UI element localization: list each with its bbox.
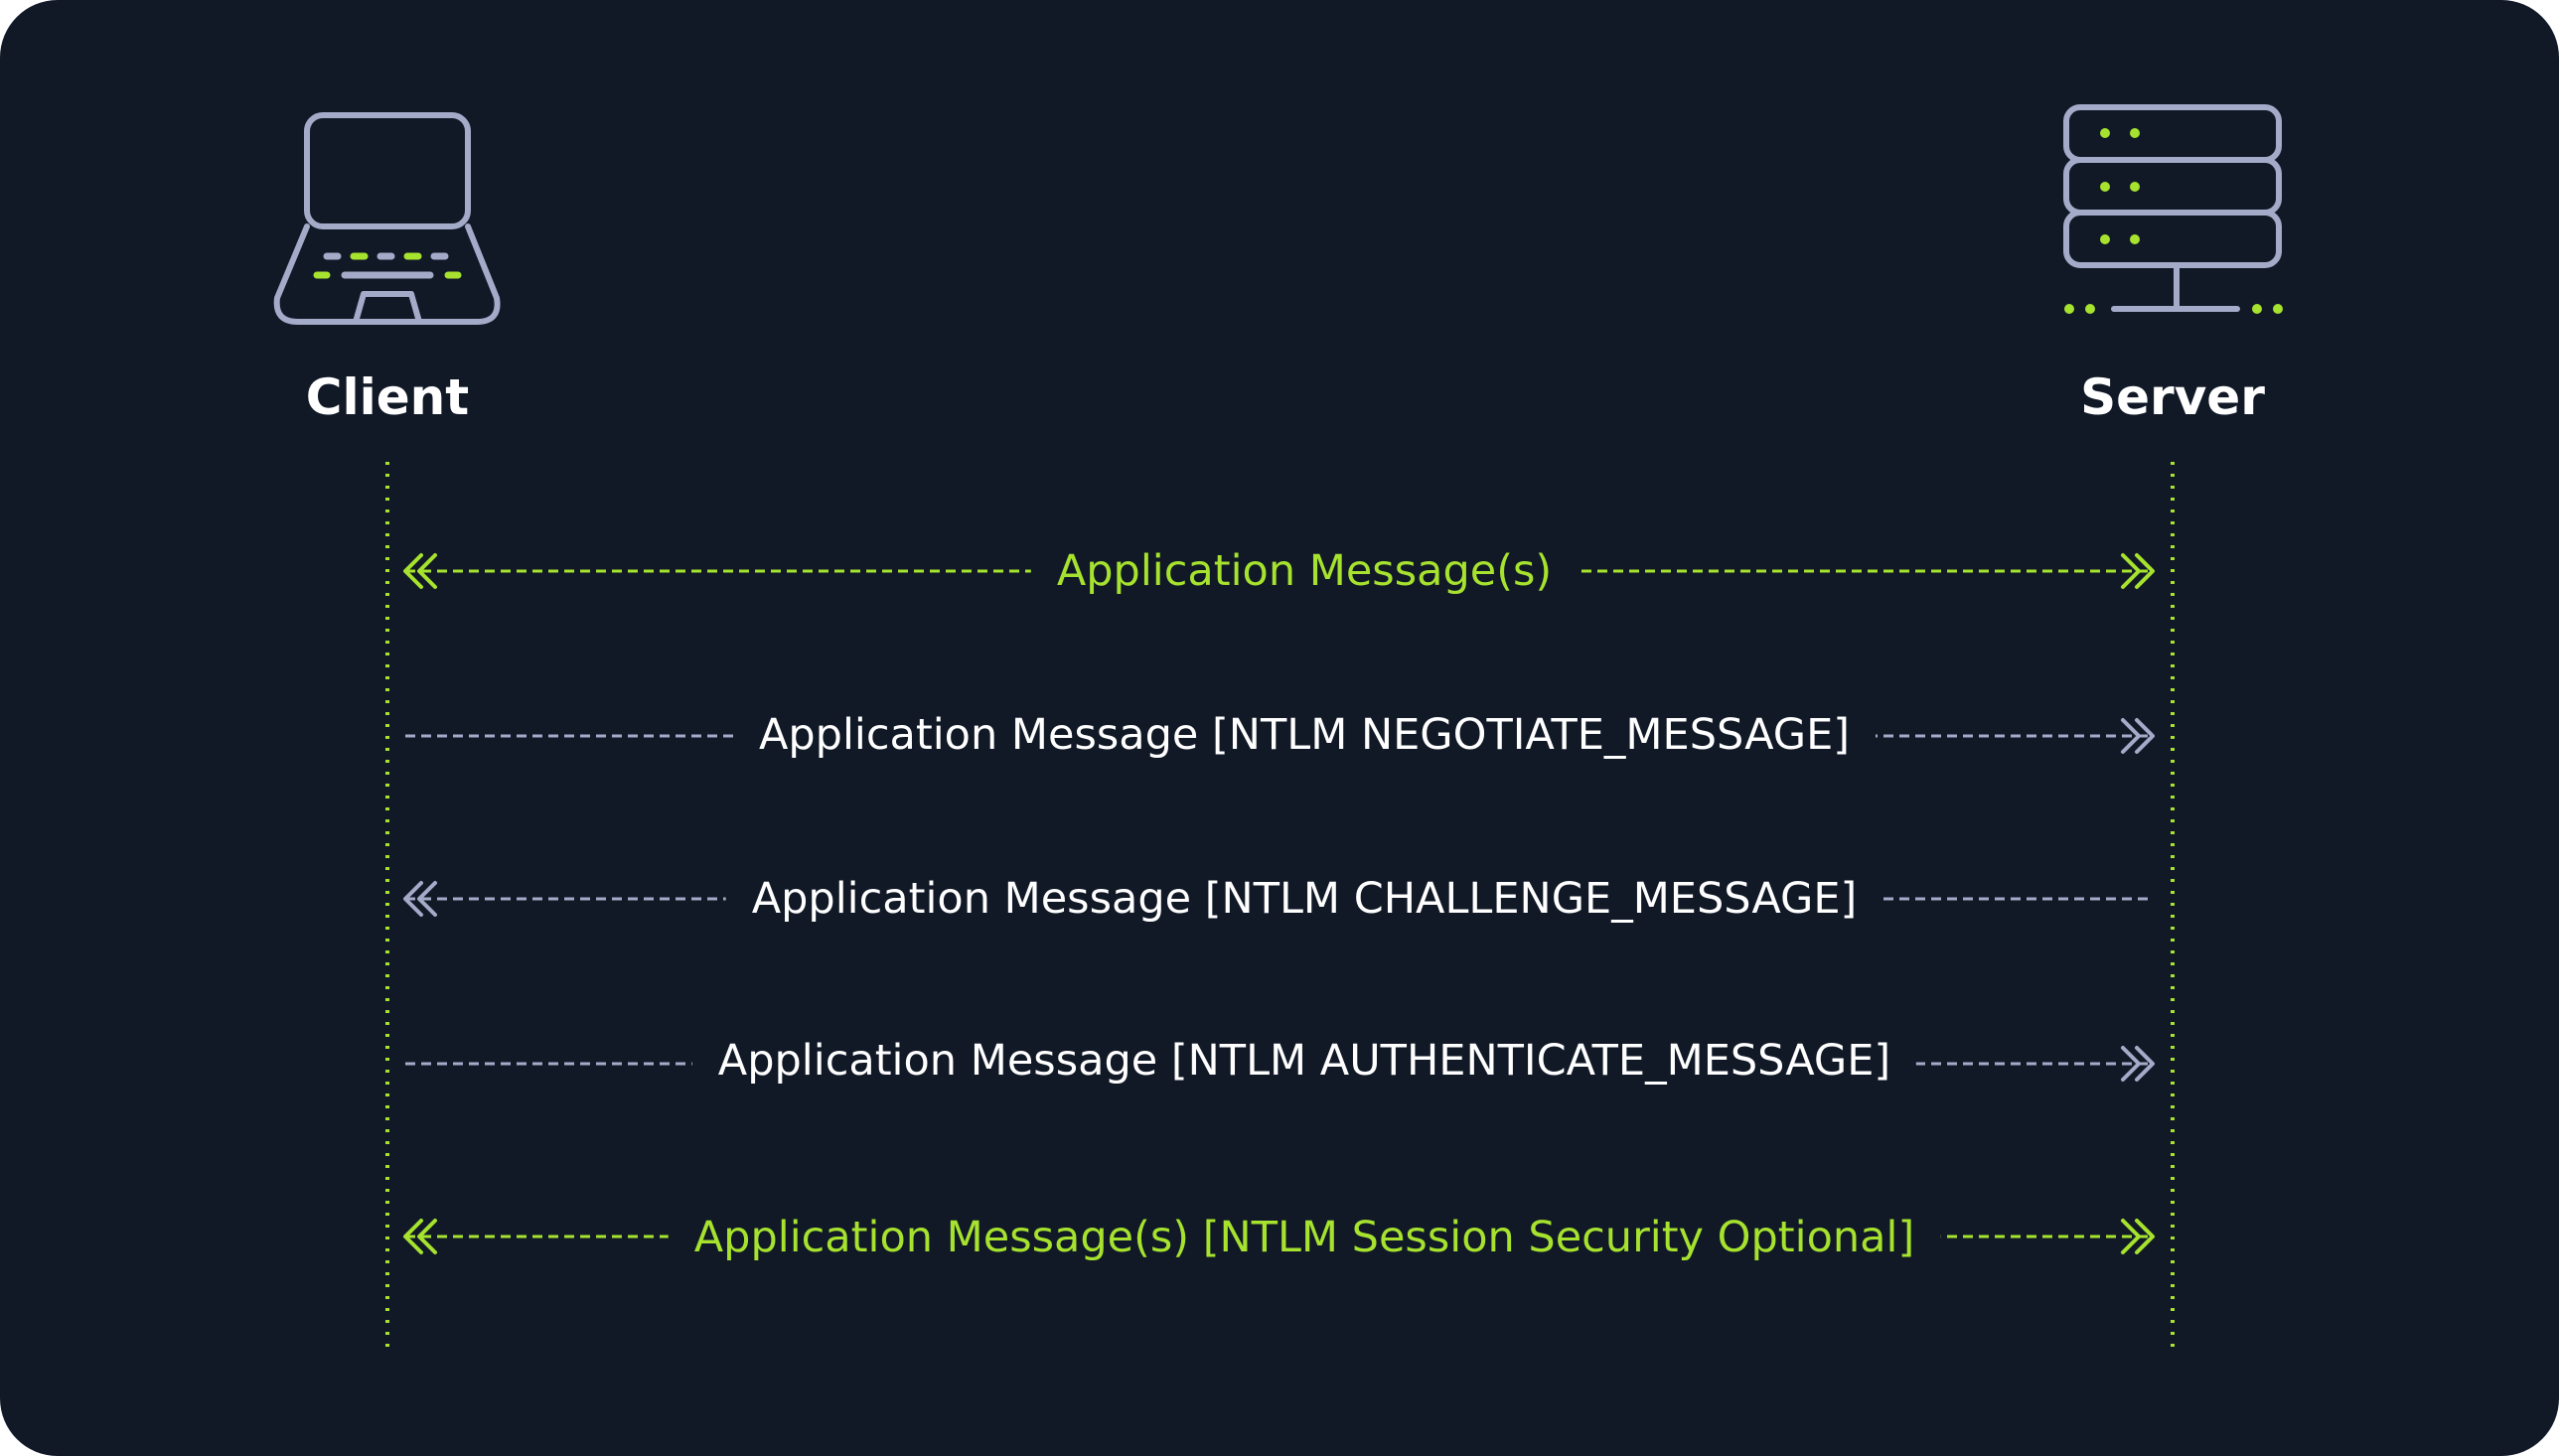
arrowhead-left-3	[403, 881, 437, 917]
message-label-3: Application Message [NTLM CHALLENGE_MESS…	[725, 869, 1883, 929]
server-label: Server	[2080, 368, 2265, 426]
server-icon	[2063, 104, 2283, 314]
arrowhead-right-1	[2121, 553, 2155, 589]
arrowhead-left-1	[403, 553, 437, 589]
message-label-5: Application Message(s) [NTLM Session Sec…	[668, 1208, 1941, 1267]
message-label-2: Application Message [NTLM NEGOTIATE_MESS…	[732, 705, 1877, 765]
arrowhead-right-5	[2121, 1219, 2155, 1254]
arrowhead-right-4	[2121, 1046, 2155, 1082]
arrowhead-left-5	[403, 1219, 437, 1254]
message-label-4: Application Message [NTLM AUTHENTICATE_M…	[691, 1031, 1917, 1091]
message-label-1: Application Message(s)	[1030, 541, 1579, 601]
laptop-icon	[273, 112, 501, 325]
arrowhead-right-2	[2121, 718, 2155, 754]
client-label: Client	[305, 368, 470, 426]
